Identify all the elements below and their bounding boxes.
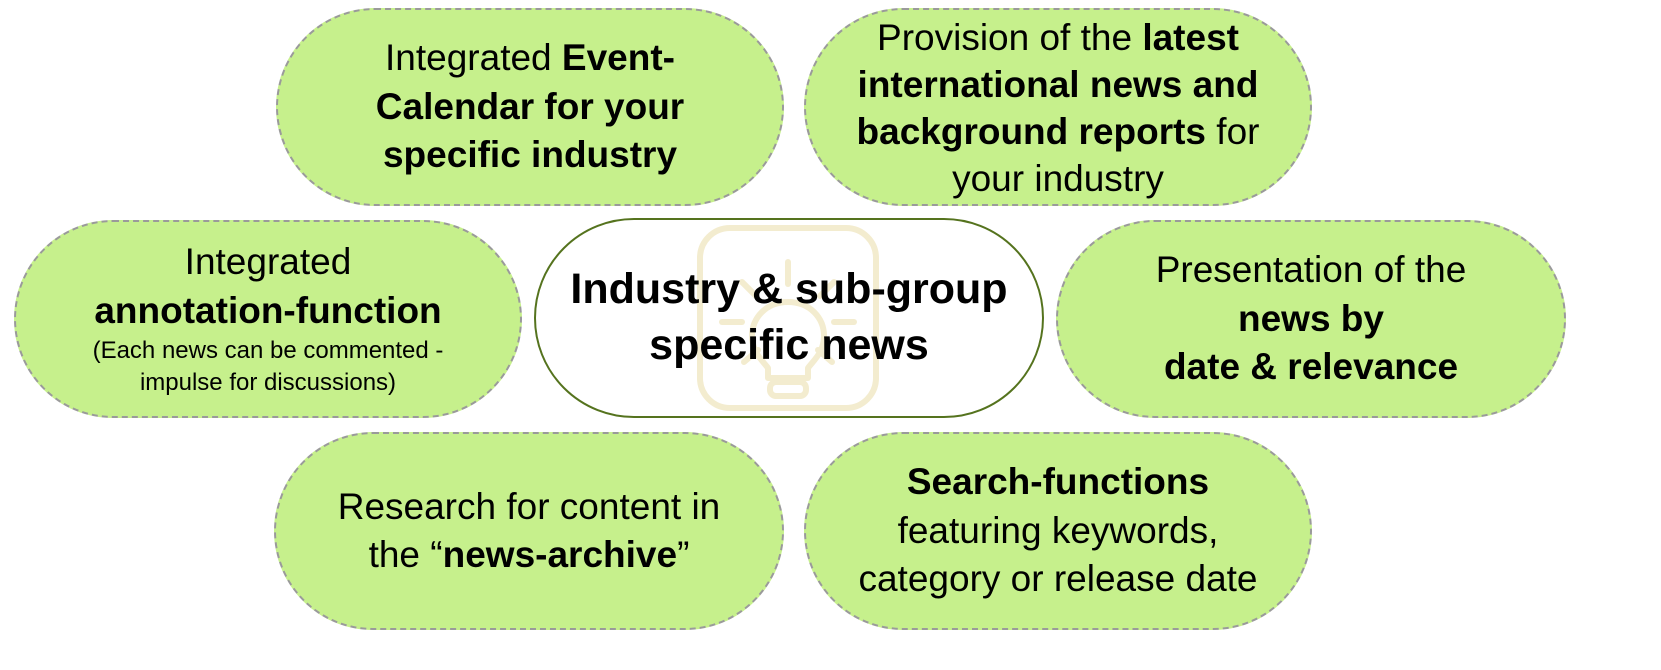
- research-text: Research for content in the “news-archiv…: [337, 485, 721, 575]
- lightbulb-icon: [697, 225, 879, 411]
- event-calendar-pill: Integrated Event- Calendar for your spec…: [276, 8, 784, 206]
- latest-news-pill: Provision of the latest international ne…: [804, 8, 1312, 206]
- search-pill: Search-functions featuring keywords, cat…: [804, 432, 1312, 630]
- center-topic: Industry & sub-group specific news: [534, 218, 1044, 418]
- center-title: Industry & sub-group specific news: [570, 265, 1008, 369]
- presentation-text: Presentation of the news by date & relev…: [1155, 249, 1467, 388]
- event-calendar-text: Integrated Event- Calendar for your spec…: [375, 37, 685, 176]
- research-pill: Research for content in the “news-archiv…: [274, 432, 784, 630]
- presentation-pill: Presentation of the news by date & relev…: [1056, 220, 1566, 418]
- annotation-pill: Integrated annotation-function (Each new…: [14, 220, 522, 418]
- search-text: Search-functions featuring keywords, cat…: [858, 461, 1258, 600]
- latest-news-text: Provision of the latest international ne…: [856, 17, 1260, 199]
- annotation-text: Integrated annotation-function (Each new…: [92, 241, 444, 397]
